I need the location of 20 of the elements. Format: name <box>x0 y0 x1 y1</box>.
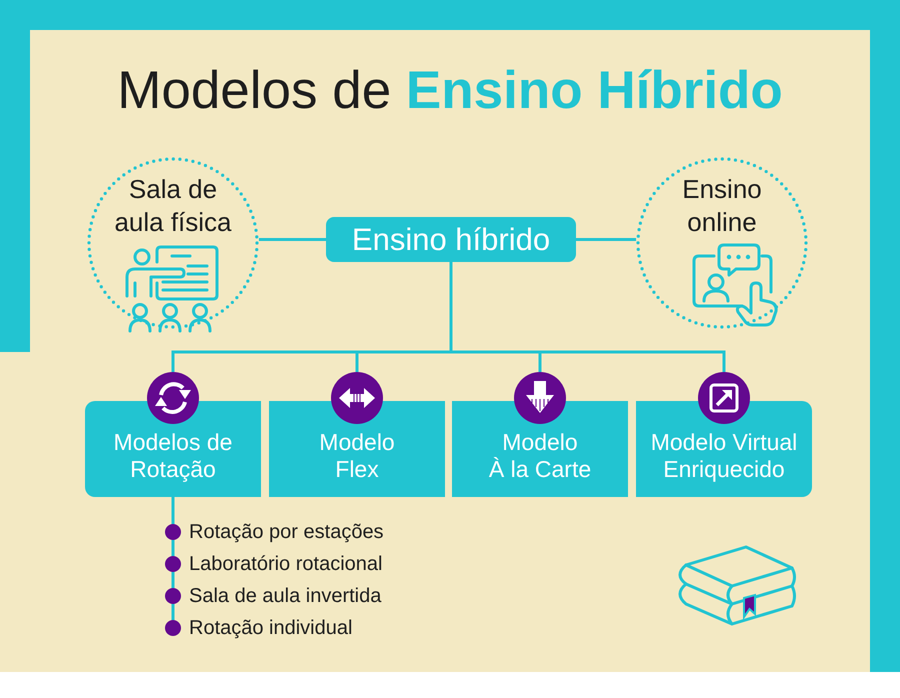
connector-line <box>172 497 174 524</box>
connector-line <box>258 238 326 241</box>
connector-line <box>172 540 174 556</box>
node-label: Modelos de Rotação <box>114 429 232 483</box>
connector-line <box>172 572 174 588</box>
node-label: Sala de aula física <box>114 173 232 239</box>
connector-line <box>576 238 636 241</box>
node-label: Modelo À la Carte <box>488 429 592 483</box>
list-item-text: Sala de aula invertida <box>189 586 382 606</box>
list-item-text: Laboratório rotacional <box>189 554 382 574</box>
connector-line <box>172 604 174 620</box>
node-label: Modelo Virtual Enriquecido <box>650 429 798 483</box>
node-label: Modelo Flex <box>319 429 395 483</box>
node-label: Ensino online <box>682 173 762 239</box>
hub-box <box>326 217 576 262</box>
connector-line <box>450 262 726 372</box>
list-item-text: Rotação por estações <box>189 522 384 542</box>
list-item-text: Rotação individual <box>189 618 352 638</box>
node-label: Ensino híbrido <box>352 220 550 258</box>
title: Modelos de Ensino Híbrido <box>117 61 783 121</box>
